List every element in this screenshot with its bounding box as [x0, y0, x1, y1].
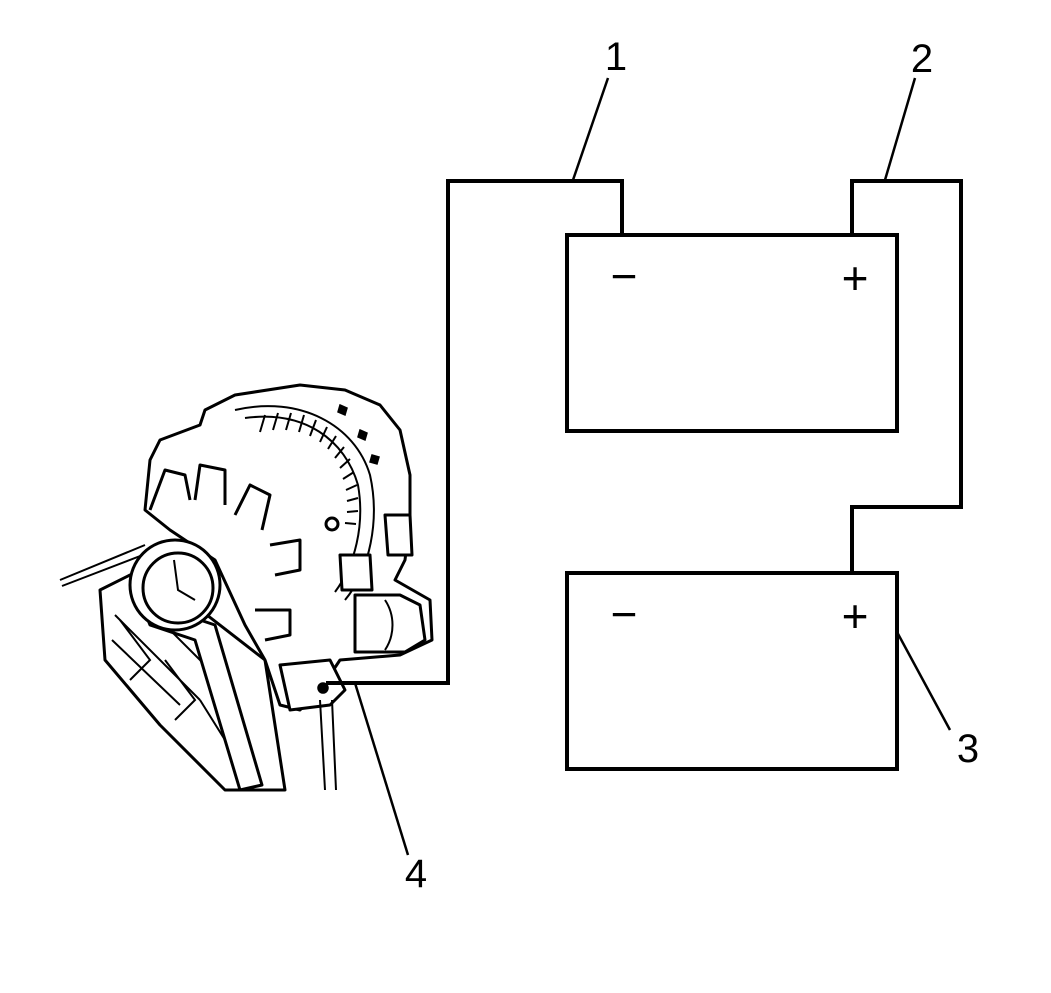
positive-jumper-cable [850, 179, 963, 573]
leader-4 [353, 682, 410, 856]
cooling-slots [259, 412, 359, 525]
output-terminal [353, 593, 427, 654]
battery-bottom: − + [565, 571, 899, 771]
alternator [59, 383, 434, 792]
leader-2 [883, 77, 917, 181]
callout-2: 2 [911, 37, 933, 81]
battery-top: − + [565, 233, 899, 433]
battery-top-positive-sign: + [842, 252, 869, 304]
battery-bottom-negative-sign: − [611, 588, 638, 640]
battery-top-negative-sign: − [611, 250, 638, 302]
negative-jumper-cable [326, 179, 624, 685]
callout-4: 4 [405, 852, 427, 896]
callout-1: 1 [605, 35, 627, 79]
fan-blades [148, 463, 302, 642]
battery-bottom-case [565, 571, 899, 771]
belt-strap [138, 598, 264, 792]
callout-3: 3 [957, 727, 979, 771]
leader-3 [895, 631, 952, 731]
battery-top-case [565, 233, 899, 433]
leader-1 [571, 77, 610, 181]
battery-bottom-positive-sign: + [842, 590, 869, 642]
drive-belt [59, 544, 149, 587]
